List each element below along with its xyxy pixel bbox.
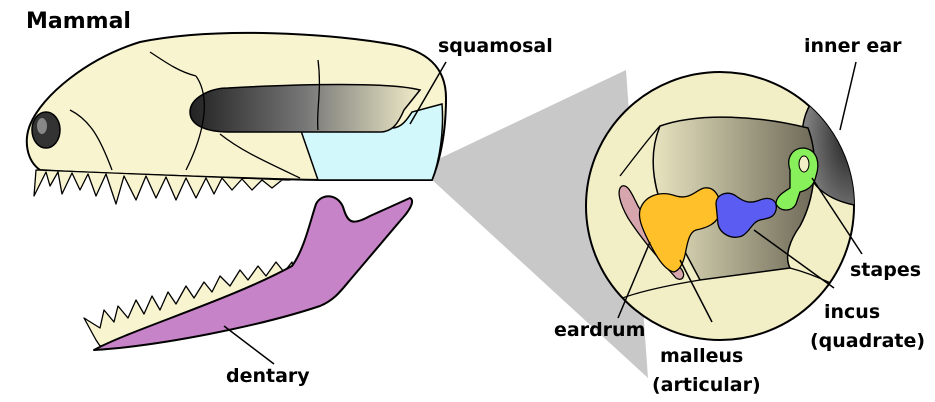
- leader-inner-ear: [840, 62, 856, 130]
- ear-magnifier: [586, 70, 870, 340]
- label-squamosal: squamosal: [438, 35, 553, 57]
- label-stapes: stapes: [850, 259, 921, 281]
- lower-jaw: [84, 196, 412, 350]
- snout-highlight: [37, 118, 47, 134]
- label-inner-ear: inner ear: [804, 35, 902, 57]
- label-incus: incus: [824, 301, 880, 323]
- label-articular: (articular): [652, 374, 761, 396]
- diagram-title: Mammal: [26, 9, 131, 34]
- skull: [27, 33, 446, 204]
- label-eardrum: eardrum: [554, 319, 645, 341]
- leader-dentary: [224, 326, 274, 364]
- label-dentary: dentary: [226, 365, 310, 387]
- stapes-foramen: [799, 156, 809, 172]
- label-quadrate: (quadrate): [810, 330, 925, 352]
- label-malleus: malleus: [660, 345, 743, 367]
- temporal-fenestra: [190, 85, 420, 133]
